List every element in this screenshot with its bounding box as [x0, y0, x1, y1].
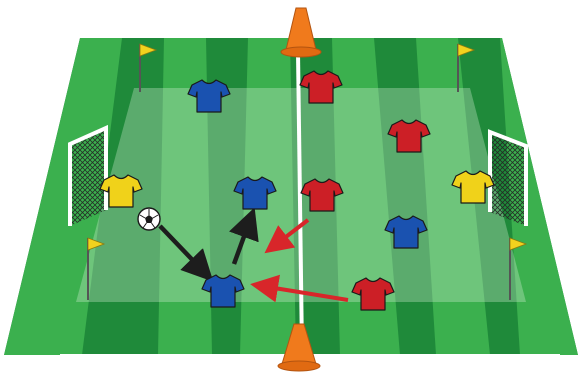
goal-left	[70, 128, 106, 226]
cone-icon	[281, 8, 321, 57]
goal-right	[490, 132, 526, 226]
soccer-ball-icon	[138, 208, 160, 230]
